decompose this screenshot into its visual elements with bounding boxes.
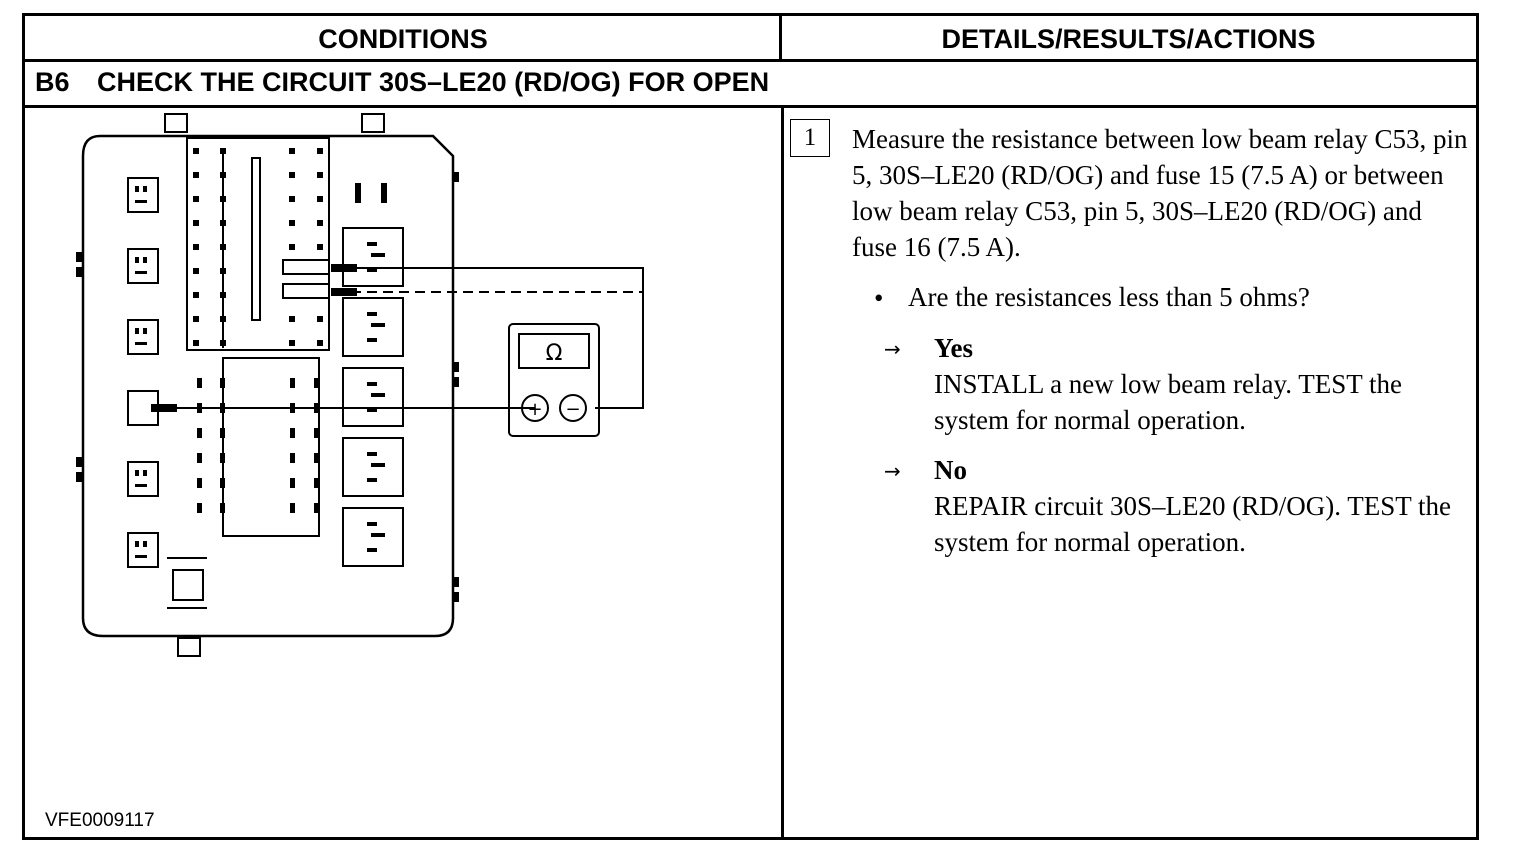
positive-terminal <box>521 394 549 422</box>
section-id: B6 <box>35 67 70 97</box>
negative-terminal <box>559 394 587 422</box>
figure-id: VFE0009117 <box>45 810 155 831</box>
lower-fuse-panel <box>222 357 320 537</box>
relay-column-right <box>342 227 404 567</box>
step-question: Are the resistances less than 5 ohms? <box>908 282 1310 312</box>
step-number: 1 <box>790 119 830 157</box>
fuse-panel-dots <box>135 148 387 558</box>
no-arrow-icon: → <box>884 459 901 483</box>
step-instruction: Measure the resistance between low beam … <box>852 124 1468 262</box>
no-action: REPAIR circuit 30S–LE20 (RD/OG). TEST th… <box>934 491 1451 557</box>
section-title: CHECK THE CIRCUIT 30S–LE20 (RD/OG) FOR O… <box>97 67 770 97</box>
meter-lead-solid <box>335 267 644 409</box>
fuse-box-diagram: Ω + − <box>76 113 644 657</box>
conditions-header: CONDITIONS <box>318 24 488 54</box>
fuse-16 <box>282 283 330 299</box>
section-title-row: B6 CHECK THE CIRCUIT 30S–LE20 (RD/OG) FO… <box>25 62 1476 108</box>
yes-arrow-icon: → <box>884 337 901 361</box>
ohmmeter <box>508 323 600 437</box>
fuse-box-housing <box>81 134 455 638</box>
fuse-15 <box>282 259 330 275</box>
no-label: No <box>934 455 967 485</box>
relay-column-left <box>127 177 159 568</box>
upper-fuse-panel <box>186 137 330 351</box>
ohm-symbol: Ω <box>546 341 563 366</box>
yes-label: Yes <box>934 333 973 363</box>
minus-symbol: − <box>565 399 580 420</box>
mount-tab-bottom <box>177 637 201 657</box>
header-divider <box>779 16 782 62</box>
mount-tab-top-right <box>361 113 385 133</box>
bullet-marker: • <box>874 283 884 313</box>
yes-action: INSTALL a new low beam relay. TEST the s… <box>934 369 1402 435</box>
table-header-row: CONDITIONS DETAILS/RESULTS/ACTIONS <box>25 16 1476 62</box>
details-header: DETAILS/RESULTS/ACTIONS <box>941 24 1316 54</box>
mount-tab-top-left <box>164 113 188 133</box>
fuse-strip <box>251 157 261 321</box>
ohmmeter-display <box>518 333 590 369</box>
column-divider <box>781 108 784 840</box>
procedure-table: CONDITIONS DETAILS/RESULTS/ACTIONS B6 CH… <box>22 13 1479 840</box>
plus-symbol: + <box>527 399 542 420</box>
